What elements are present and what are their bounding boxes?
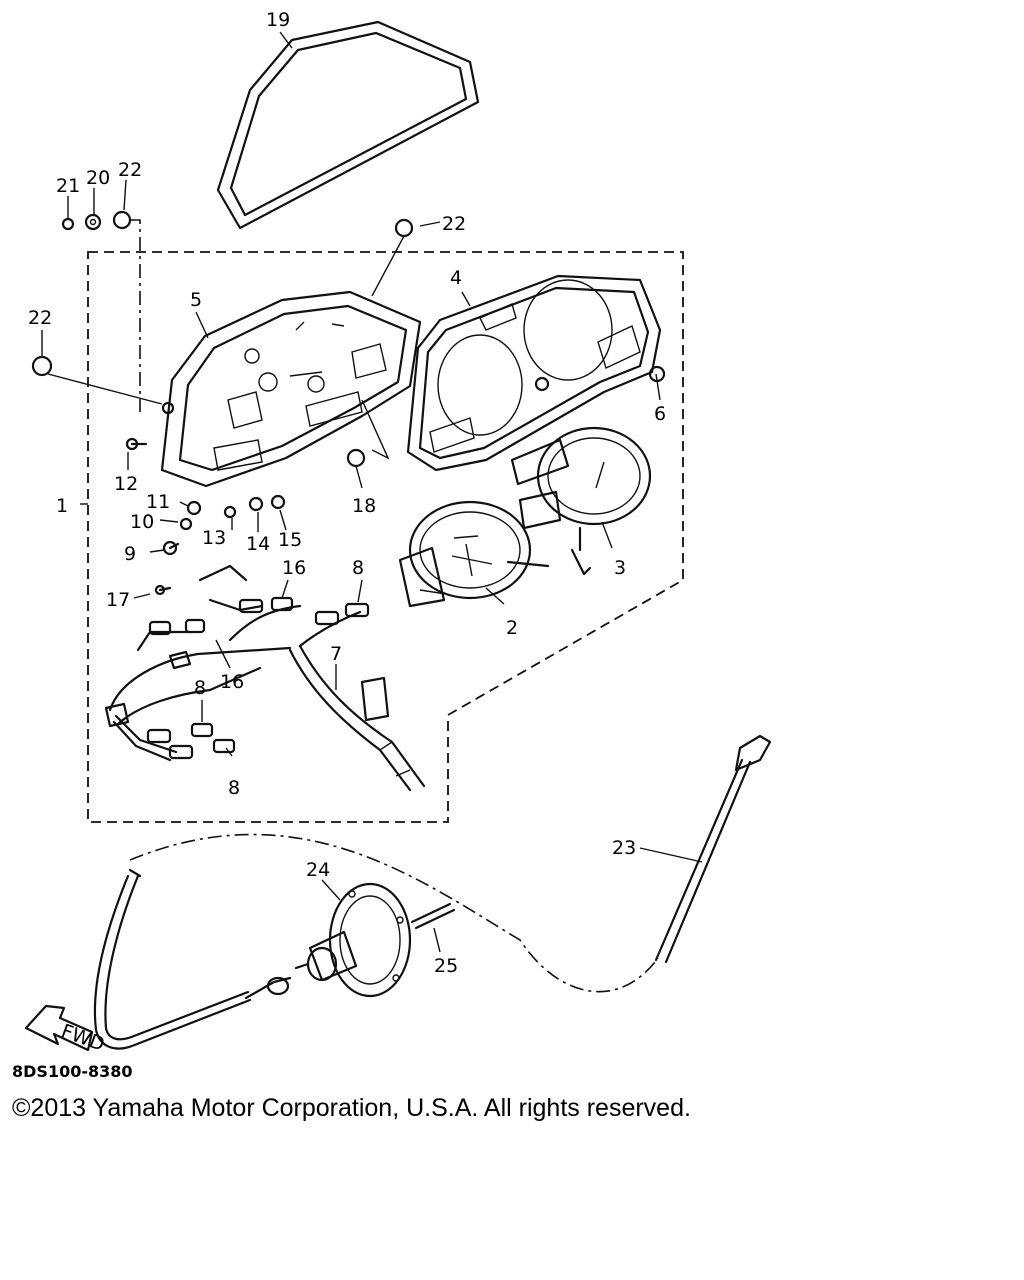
- meter-gear-unit: [294, 882, 412, 998]
- copyright-notice: ©2013 Yamaha Motor Corporation, U.S.A. A…: [12, 1094, 691, 1122]
- callout-23: 23: [612, 837, 636, 859]
- fwd-label: FWD: [58, 1020, 107, 1056]
- callout-18: 18: [352, 495, 376, 517]
- callout-4: 4: [450, 267, 462, 289]
- callout-5: 5: [190, 289, 202, 311]
- pin: [410, 902, 456, 930]
- meter-cable: [93, 868, 292, 1050]
- meter-case: [160, 290, 422, 488]
- speedometer-cable: [129, 734, 772, 993]
- callout-1: 1: [56, 495, 68, 517]
- callout-8b: 8: [194, 677, 206, 699]
- tachometer: [510, 426, 652, 576]
- speedometer: [398, 500, 550, 608]
- callout-15: 15: [278, 529, 302, 551]
- callout-14: 14: [246, 533, 270, 555]
- small-fasteners: [31, 210, 666, 596]
- parts-diagram: FWD 1 2: [24, 9, 772, 1056]
- callout-22b: 22: [442, 213, 466, 235]
- callout-13: 13: [202, 527, 226, 549]
- callout-6: 6: [654, 403, 666, 425]
- callout-21: 21: [56, 175, 80, 197]
- callout-2: 2: [506, 617, 518, 639]
- visor-gasket: [216, 20, 480, 230]
- callout-22c: 22: [28, 307, 52, 329]
- callout-16a: 16: [282, 557, 306, 579]
- callout-17: 17: [106, 589, 130, 611]
- connector-line: [130, 219, 141, 412]
- callout-12: 12: [114, 473, 138, 495]
- callout-11: 11: [146, 491, 170, 513]
- meter-panel: [406, 274, 662, 472]
- callout-24: 24: [306, 859, 330, 881]
- callout-25: 25: [434, 955, 458, 977]
- callout-16b: 16: [220, 671, 244, 693]
- callout-8a: 8: [352, 557, 364, 579]
- wire-harness: [104, 564, 426, 792]
- callout-19: 19: [266, 9, 290, 31]
- reference-code: 8DS100-8380: [12, 1062, 133, 1081]
- callout-3: 3: [614, 557, 626, 579]
- callout-8c: 8: [228, 777, 240, 799]
- callout-20: 20: [86, 167, 110, 189]
- leader-22-top: [371, 235, 405, 297]
- callout-7: 7: [330, 643, 342, 665]
- leader-lines: [41, 31, 703, 953]
- callout-10: 10: [130, 511, 154, 533]
- callout-22a: 22: [118, 159, 142, 181]
- callout-9: 9: [124, 543, 136, 565]
- assembly-boundary: [87, 251, 684, 823]
